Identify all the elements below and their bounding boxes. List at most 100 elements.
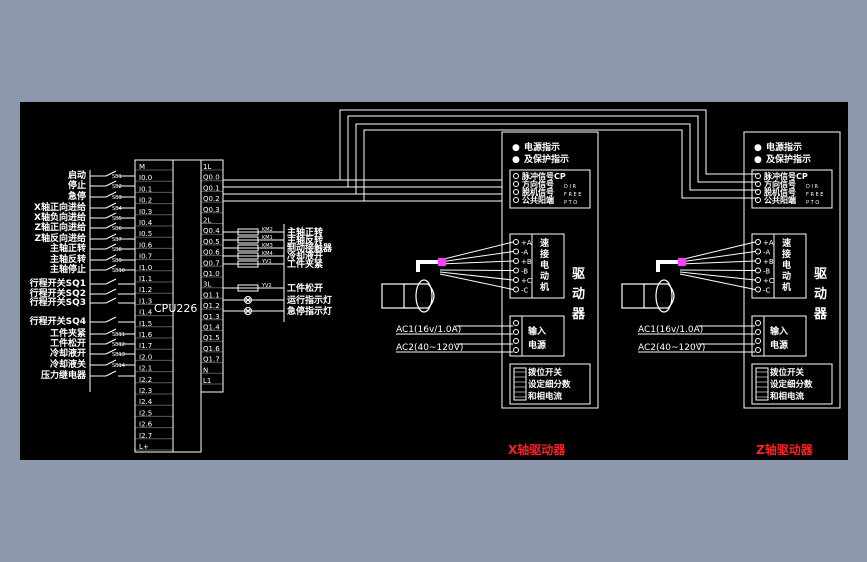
dip-label: 设定细分数 — [770, 379, 813, 390]
motor-terminal: +C — [763, 277, 774, 285]
input-power-label: 输入 — [528, 325, 546, 337]
dip-label: 和相电流 — [770, 391, 805, 402]
stepper-motor-icon — [621, 258, 686, 313]
signal-label: 脉冲信号CP — [763, 171, 808, 181]
plc-input-pin: I1.0 — [139, 264, 152, 272]
protect-indicator-label: 及保护指示 — [766, 153, 811, 165]
plc-input-pin: I0.7 — [139, 253, 152, 261]
output-label: 主轴正转 — [287, 226, 323, 238]
plc-input-pin: I1.1 — [139, 275, 152, 283]
plc-input-pin: I0.2 — [139, 197, 152, 205]
protect-indicator-label: 及保护指示 — [524, 153, 569, 165]
relay-tag: KM4 — [262, 251, 273, 257]
switch-tag: SB5 — [112, 216, 122, 222]
ac1-label: AC1(16v/1.0A) — [396, 325, 461, 335]
power-indicator-label: 电源指示 — [524, 141, 560, 153]
lamp-icon — [244, 296, 252, 304]
motor-label-char: 电 — [540, 259, 549, 271]
driver-label-char: 器 — [571, 307, 586, 322]
plc-input-pin: I1.7 — [139, 342, 152, 350]
motor-label-char: 接 — [540, 248, 549, 260]
input-power-label: 输入 — [770, 325, 788, 337]
motor-terminal: -B — [763, 268, 770, 276]
signal-code: F R E E — [806, 192, 823, 198]
signal-code: D I R — [564, 184, 577, 190]
relay-tag: KM1 — [262, 235, 273, 241]
motor-terminal: -B — [521, 268, 528, 276]
plc-input-pin: M — [139, 163, 145, 171]
output-label: 急停指示灯 — [287, 305, 332, 317]
plc-output-pin: Q1.6 — [203, 345, 220, 353]
input-label: 压力继电器 — [41, 369, 87, 381]
plc-input-pin: I0.1 — [139, 185, 152, 193]
lamp-icon — [244, 307, 252, 315]
plc-input-pin: I0.5 — [139, 230, 152, 238]
input-label: X轴正向进给 — [34, 201, 86, 213]
input-label: 工件松开 — [50, 337, 86, 349]
plc-output-pin: Q0.3 — [203, 206, 220, 214]
plc-input-pin: I2.4 — [139, 398, 153, 406]
plc-output-pin: Q1.5 — [203, 334, 220, 342]
driver-label-char: 器 — [813, 307, 828, 322]
ac2-label: AC2(40~120V) — [396, 343, 463, 353]
input-label: Z轴正向进给 — [34, 221, 86, 233]
switch-tag: SB7 — [112, 237, 122, 243]
motor-terminal: +B — [763, 258, 774, 266]
switch-tag: SB13 — [112, 352, 125, 358]
plc-output-pin: 3L — [203, 281, 211, 289]
motor-terminal: -C — [763, 287, 771, 295]
plc-input-pin: I1.5 — [139, 320, 152, 328]
switch-tag: SB8 — [112, 247, 122, 253]
switch-tag: SB12 — [112, 342, 125, 348]
switch-tag: SB1 — [112, 174, 122, 180]
svg-text:●: ● — [754, 143, 762, 153]
input-label: 停止 — [68, 179, 86, 191]
plc-output-pin: Q1.7 — [203, 356, 220, 364]
plc-output-pin: Q0.2 — [203, 195, 220, 203]
relay-tag: KM3 — [262, 243, 273, 249]
signal-label: 方向信号 — [764, 179, 796, 189]
motor-terminal: +A — [521, 239, 532, 247]
plc-output-pin: Q1.0 — [203, 270, 220, 278]
switch-tag: SB2 — [112, 184, 122, 190]
plc-input-pin: I0.3 — [139, 208, 152, 216]
output-label: 主轴反转 — [287, 234, 323, 246]
plc-input-pin: I2.0 — [139, 353, 152, 361]
z-driver-title: Z轴驱动器 — [756, 442, 814, 457]
relay-tag: YV1 — [261, 259, 272, 265]
plc-input-pin: I0.6 — [139, 241, 153, 249]
wiring-schematic: CPU226 MI0.0I0.1I0.2I0.3I0.4I0.5I0.6I0.7… — [29, 109, 841, 457]
signal-label: 脉冲信号CP — [521, 171, 566, 181]
svg-text:●: ● — [754, 155, 762, 165]
plc-model: CPU226 — [154, 302, 197, 315]
driver-label-char: 动 — [572, 287, 585, 302]
signal-label: 脱机信号 — [522, 187, 554, 197]
switch-tag: SB3 — [112, 195, 122, 201]
motor-terminal: +B — [521, 258, 532, 266]
plc-input-pin: I2.6 — [139, 421, 153, 429]
plc-output-pin: Q0.4 — [203, 227, 220, 235]
plc-output-pin: 1L — [203, 163, 211, 171]
input-label: X轴负向进给 — [34, 211, 86, 223]
svg-text:●: ● — [512, 155, 520, 165]
plc-input-pin: I2.5 — [139, 409, 152, 417]
plc-output-pin: Q0.7 — [203, 259, 220, 267]
input-label: 行程开关SQ3 — [29, 296, 86, 308]
plc-input-pin: I1.2 — [139, 286, 152, 294]
input-label: 行程开关SQ4 — [29, 315, 86, 327]
switch-tag: SB11 — [112, 332, 125, 338]
signal-label: 公共阳端 — [522, 195, 554, 205]
plc-output-pin: L1 — [203, 377, 211, 385]
input-label: 主轴停止 — [50, 263, 86, 275]
plc-input-pins: MI0.0I0.1I0.2I0.3I0.4I0.5I0.6I0.7I1.0I1.… — [135, 163, 173, 451]
ac2-label: AC2(40~120V) — [638, 343, 705, 353]
plc-output-pin: Q1.2 — [203, 302, 220, 310]
motor-label-char: 机 — [540, 281, 549, 293]
input-label: 行程开关SQ1 — [29, 277, 86, 289]
input-label: 行程开关SQ2 — [29, 287, 86, 299]
relay-tag: KM2 — [262, 227, 273, 233]
